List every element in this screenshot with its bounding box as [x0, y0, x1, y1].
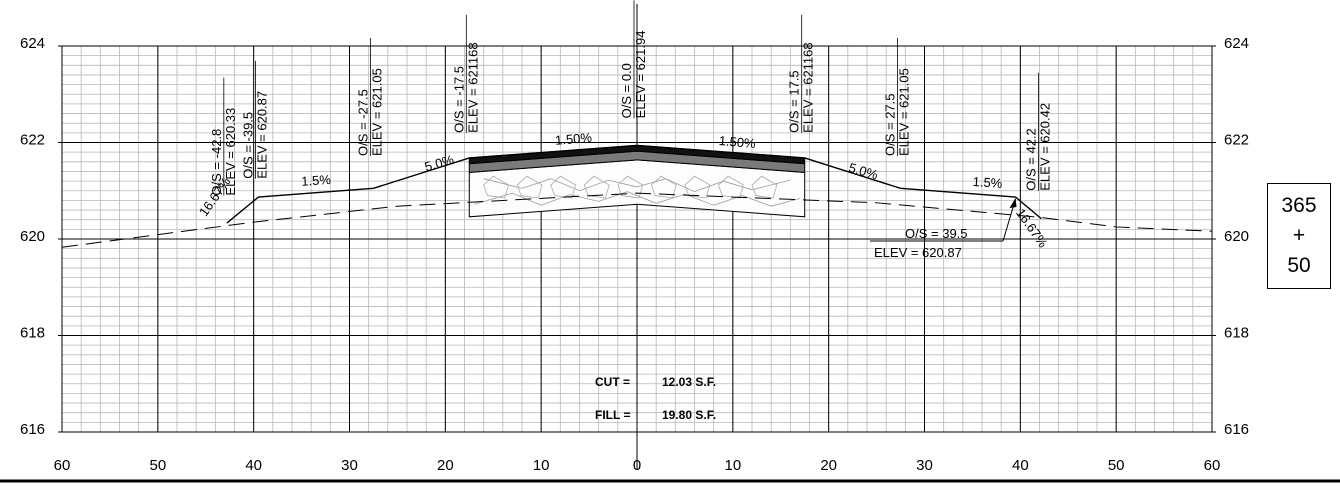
offset-text: O/S = -27.5 [355, 89, 370, 156]
y-tick-label-right: 620 [1224, 228, 1249, 245]
elevation-text: ELEV = 621.05 [369, 68, 384, 156]
aggregate-stone [684, 175, 711, 199]
y-tick-label-left: 616 [20, 421, 45, 438]
x-tick-label: 40 [245, 457, 262, 474]
aggregate-stone [751, 175, 778, 199]
profiles [61, 144, 1213, 248]
elevation-text: ELEV = 621.05 [897, 68, 912, 156]
elevation-text: ELEV = 620.33 [223, 108, 238, 196]
slope-label: 1.5% [972, 174, 1003, 191]
offset-text: O/S = 0.0 [619, 63, 634, 118]
y-tick-label-left: 620 [20, 228, 45, 245]
y-tick-label-left: 624 [20, 35, 45, 52]
slope-label: 1.50% [554, 130, 592, 148]
x-tick-label: 20 [820, 457, 837, 474]
offset-text: O/S = 27.5 [883, 93, 898, 156]
offset-text: O/S = -39.5 [240, 112, 255, 179]
x-tick-label: 60 [1204, 457, 1221, 474]
station-plus: + [1292, 224, 1306, 247]
elevation-text: ELEV = 620.42 [1037, 103, 1052, 191]
slope-label: 5.0% [847, 160, 880, 183]
x-tick-label: 60 [54, 457, 71, 474]
offset-text: O/S = -42.8 [209, 129, 224, 196]
x-tick-label: 30 [916, 457, 933, 474]
roadway-structure [468, 144, 806, 218]
x-tick-label: 20 [437, 457, 454, 474]
callout-arrowhead [1009, 198, 1017, 209]
x-tick-label: 10 [533, 457, 550, 474]
aggregate-stone [717, 175, 744, 199]
slope-label: 1.5% [301, 172, 332, 189]
station-box: 365 + 50 [1267, 183, 1331, 289]
x-tick-label: 50 [149, 457, 166, 474]
aggregate-texture [473, 191, 801, 207]
y-tick-label-left: 622 [20, 132, 45, 149]
y-tick-label-right: 624 [1224, 35, 1249, 52]
offset-text: O/S = 42.2 [1023, 128, 1038, 191]
grid: 60 50 40 30 20 10 0 10 20 30 40 50 60 624 624 622 622 620… [0, 4, 1340, 483]
elevation-text: ELEV = 621168 [465, 42, 480, 132]
x-tick-label: 30 [341, 457, 358, 474]
aggregate-stone [550, 175, 577, 199]
x-tick-label: 40 [1012, 457, 1029, 474]
y-tick-label-right: 622 [1224, 132, 1249, 149]
callout-offset: O/S = 39.5 [905, 226, 968, 241]
aggregate-stone [617, 175, 644, 199]
station-offset: 50 [1287, 254, 1311, 277]
aggregate-stone [516, 175, 543, 199]
y-tick-label-right: 616 [1224, 421, 1249, 438]
x-tick-label: 0 [633, 457, 641, 474]
cut-value: 12.03 S.F. [662, 375, 716, 389]
cut-label: CUT = [595, 375, 630, 389]
elevation-text: ELEV = 621168 [801, 42, 816, 132]
slope-label: 1.50% [718, 133, 756, 151]
proposed-grade-line [226, 144, 1042, 224]
aggregate-stone [650, 175, 677, 199]
y-tick-label-left: 618 [20, 325, 45, 342]
elevation-text: ELEV = 621.94 [633, 31, 648, 119]
offset-text: O/S = 17.5 [787, 70, 802, 133]
y-tick-label-right: 618 [1224, 325, 1249, 342]
station-number: 365 [1281, 194, 1317, 217]
aggregate-stone [483, 175, 510, 199]
x-tick-label: 50 [1108, 457, 1125, 474]
aggregate-texture [483, 178, 791, 193]
offset-text: O/S = -17.5 [451, 66, 466, 133]
elevation-text: ELEV = 620.87 [254, 91, 269, 179]
fill-value: 19.80 S.F. [662, 408, 716, 422]
aggregate-stone [583, 175, 610, 199]
slope-label: 5.0% [423, 152, 456, 175]
callout-elevation: ELEV = 620.87 [874, 245, 962, 260]
existing-ground-line [61, 192, 1213, 248]
x-tick-label: 10 [724, 457, 741, 474]
fill-label: FILL = [595, 408, 630, 422]
slope-label: 16.67% [1013, 206, 1051, 251]
